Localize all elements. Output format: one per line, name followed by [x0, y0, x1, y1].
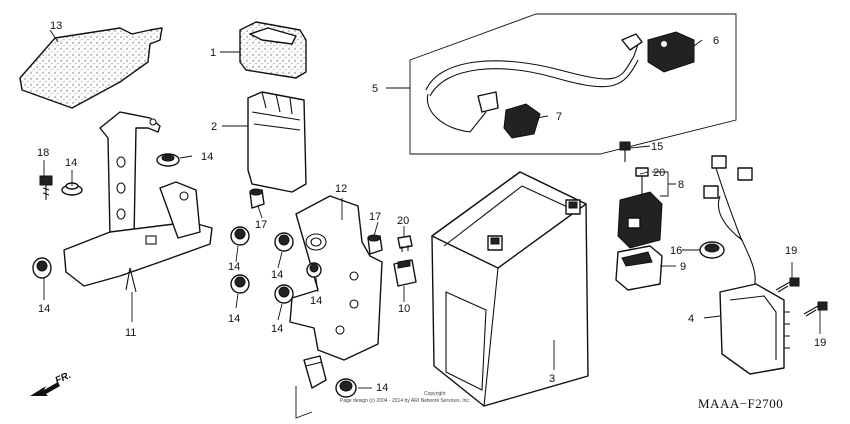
part-11-battery-bracket[interactable] [63, 111, 213, 293]
label-15[interactable]: 15 [651, 141, 663, 153]
part-6-terminal-cover[interactable] [647, 31, 695, 73]
label-20-left[interactable]: 20 [397, 215, 409, 227]
label-14-e[interactable]: 14 [228, 313, 240, 325]
label-19-upper[interactable]: 19 [785, 245, 797, 257]
label-14-c[interactable]: 14 [38, 303, 50, 315]
label-12[interactable]: 12 [335, 183, 347, 195]
part-9-relay-holder[interactable] [615, 245, 663, 291]
label-14-b[interactable]: 14 [201, 151, 213, 163]
part-19-bolts[interactable] [775, 277, 828, 317]
label-7[interactable]: 7 [556, 111, 562, 123]
front-direction-arrow: FR. [30, 370, 73, 396]
part-13-rubber-pad[interactable] [19, 27, 163, 109]
label-14-a[interactable]: 14 [65, 157, 77, 169]
part-20-fuse-left[interactable] [397, 235, 413, 252]
label-3[interactable]: 3 [549, 373, 555, 385]
label-17-b[interactable]: 17 [369, 211, 381, 223]
leader-lines [43, 29, 821, 419]
label-10[interactable]: 10 [398, 303, 410, 315]
label-2[interactable]: 2 [211, 121, 217, 133]
label-9[interactable]: 9 [680, 261, 686, 273]
copyright-line-1: Copyright [424, 391, 446, 397]
label-5[interactable]: 5 [372, 83, 378, 95]
label-16[interactable]: 16 [670, 245, 682, 257]
label-13[interactable]: 13 [50, 20, 62, 32]
part-17-collars[interactable] [249, 188, 383, 255]
label-6[interactable]: 6 [713, 35, 719, 47]
part-14-grommets[interactable] [32, 153, 357, 398]
label-14-h[interactable]: 14 [310, 295, 322, 307]
copyright-line-2: Page design (c) 2004 - 2014 by ARI Netwo… [340, 398, 470, 404]
label-1[interactable]: 1 [210, 47, 216, 59]
part-7-terminal-cap[interactable] [503, 103, 541, 139]
label-20-right[interactable]: 20 [653, 167, 665, 179]
front-arrow-icon [30, 382, 60, 396]
part-number-labels: 13 1 2 5 6 7 15 20 8 16 9 4 19 19 3 11 1… [37, 20, 826, 394]
front-label: FR. [54, 370, 73, 387]
part-8-starter-relay[interactable] [617, 167, 663, 249]
part-18-bolt[interactable] [39, 175, 53, 200]
label-14-f[interactable]: 14 [271, 269, 283, 281]
part-12-fuse-box-bracket[interactable] [289, 195, 383, 389]
label-14-g[interactable]: 14 [271, 323, 283, 335]
diagram-code: MAAA−F2700 [698, 396, 783, 411]
part-15-screw[interactable] [619, 141, 631, 162]
copyright-notice: Copyright Page design (c) 2004 - 2014 by… [340, 391, 470, 404]
part-5-cable-group[interactable] [409, 13, 737, 155]
part-16-grommet[interactable] [699, 241, 725, 259]
label-4[interactable]: 4 [688, 313, 694, 325]
label-11[interactable]: 11 [125, 327, 136, 339]
part-4-regulator-rectifier[interactable] [703, 155, 790, 375]
part-10-fuse-holder[interactable] [393, 259, 417, 287]
part-3-battery[interactable] [431, 171, 589, 407]
label-18[interactable]: 18 [37, 147, 49, 159]
part-2-fuse-box[interactable] [247, 91, 307, 193]
label-17-a[interactable]: 17 [255, 219, 267, 231]
label-14-d[interactable]: 14 [228, 261, 240, 273]
label-19-lower[interactable]: 19 [814, 337, 826, 349]
part-1-fuse-box-cover[interactable] [239, 21, 307, 79]
label-8[interactable]: 8 [678, 179, 684, 191]
label-14-i[interactable]: 14 [376, 382, 388, 394]
